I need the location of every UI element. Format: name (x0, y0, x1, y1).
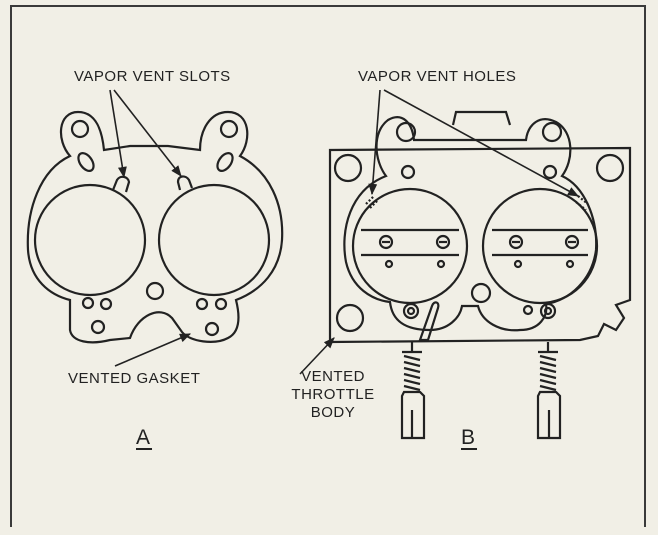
throttle-body-base (328, 146, 632, 344)
gasket-bore-right (157, 183, 271, 297)
throttle-stop-screw-left (400, 342, 426, 440)
label-part-a: A (136, 426, 153, 449)
label-vapor-vent-holes: VAPOR VENT HOLES (358, 68, 517, 85)
label-vented-throttle-body-line-3: BODY (310, 404, 356, 421)
gasket-outline (26, 110, 284, 344)
vent-slot-right (176, 175, 194, 191)
vented-gasket-drawing (26, 110, 284, 344)
label-vented-gasket: VENTED GASKET (68, 370, 201, 387)
throttle-body-drawing (328, 110, 632, 440)
figure-frame (10, 5, 646, 527)
throttle-bore-left (351, 187, 469, 305)
throttle-bore-right (481, 187, 599, 305)
label-vented-throttle-body-line-1: VENTED (301, 368, 365, 385)
label-vapor-vent-slots: VAPOR VENT SLOTS (74, 68, 231, 85)
throttle-body-flange (343, 116, 598, 332)
label-vented-throttle-body-line-2: THROTTLE (291, 386, 375, 403)
vent-slot-left (111, 175, 131, 193)
label-part-b: B (461, 426, 478, 449)
gasket-bore-left (33, 183, 147, 297)
label-vented-throttle-body: VENTED THROTTLE BODY (288, 368, 378, 422)
throttle-stop-screw-right (536, 342, 562, 440)
leader-lines (109, 89, 579, 375)
